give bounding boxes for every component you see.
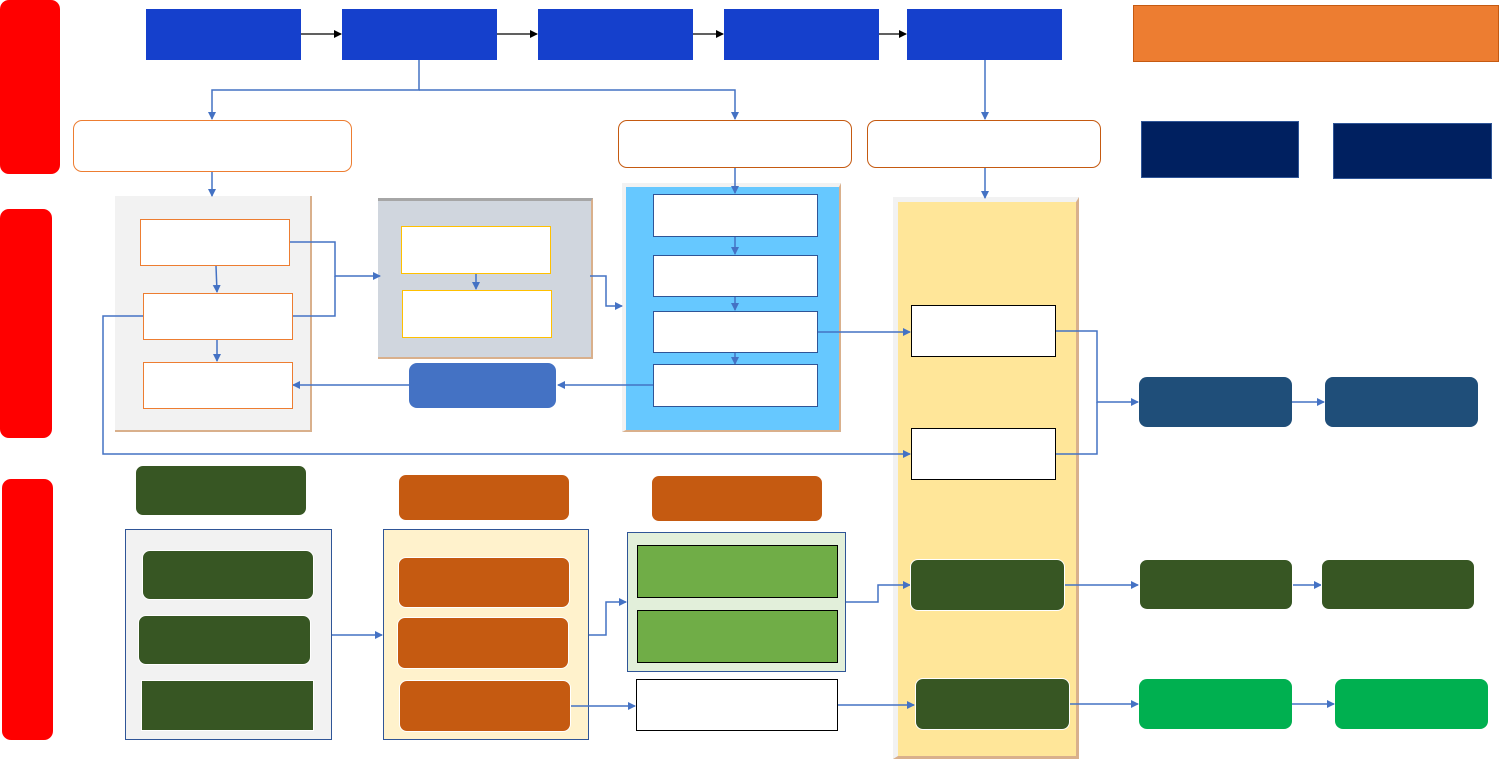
outcome-teal-2 [1325,377,1478,427]
feedback-box [409,363,556,408]
rust-item-3 [399,680,571,732]
panel-b-item-1 [401,226,551,274]
connector-split-right [419,89,739,120]
group-header-rust-1 [398,474,570,521]
yellow-green-node-2 [915,678,1070,730]
connector-a1-a2 [212,265,221,293]
mint-item-1 [637,545,838,598]
rust-item-1 [398,557,570,608]
connector-a2-result2 [102,315,911,458]
connector-a1-panelb [290,241,381,280]
panel-a-item-3 [143,362,293,409]
result-box-2 [911,428,1056,480]
outcome-green-2 [1321,559,1475,610]
result-box-1 [911,305,1056,357]
group-header-green [135,465,307,516]
outcome-teal-1 [1139,377,1292,427]
process-step-5 [907,9,1062,60]
group-header-rust-2 [651,475,823,522]
yellow-green-node-1 [910,559,1065,611]
panel-a-item-1 [140,219,290,266]
process-step-3 [538,9,693,60]
mint-item-2 [637,610,838,663]
outcome-bright-2 [1335,679,1488,729]
green-item-1 [142,550,314,600]
white-output-box [636,679,838,731]
process-step-1 [146,9,301,60]
category-pill-2 [618,120,852,168]
connector-mint-ygreen1 [846,581,911,603]
category-pill-3 [867,120,1101,168]
green-item-3 [141,680,314,731]
panel-c-item-1 [653,194,818,237]
navy-box-1 [1141,121,1299,178]
connector-result2-merge [1056,402,1098,455]
panel-b-item-2 [402,290,552,338]
panel-c-item-3 [653,311,818,353]
outcome-green-1 [1139,559,1293,610]
connector-panelb-panelc [590,275,623,310]
process-step-4 [724,9,879,60]
connector-cream-mint [589,598,627,636]
panel-a-item-2 [143,293,293,340]
category-pill-1 [73,120,352,172]
panel-c-item-2 [653,255,818,297]
outcome-bright-1 [1139,679,1292,729]
navy-box-2 [1333,123,1492,179]
green-item-2 [138,615,311,665]
side-bar-1 [0,0,60,174]
connector-results-teal [1056,330,1139,406]
rust-item-2 [397,617,569,669]
process-step-2 [342,9,497,60]
side-bar-3 [2,479,53,740]
connector-a2-panelb [292,276,336,317]
legend-banner [1133,5,1499,62]
side-bar-2 [0,209,52,438]
connector-split-left [208,60,420,120]
panel-c-item-4 [653,364,818,407]
